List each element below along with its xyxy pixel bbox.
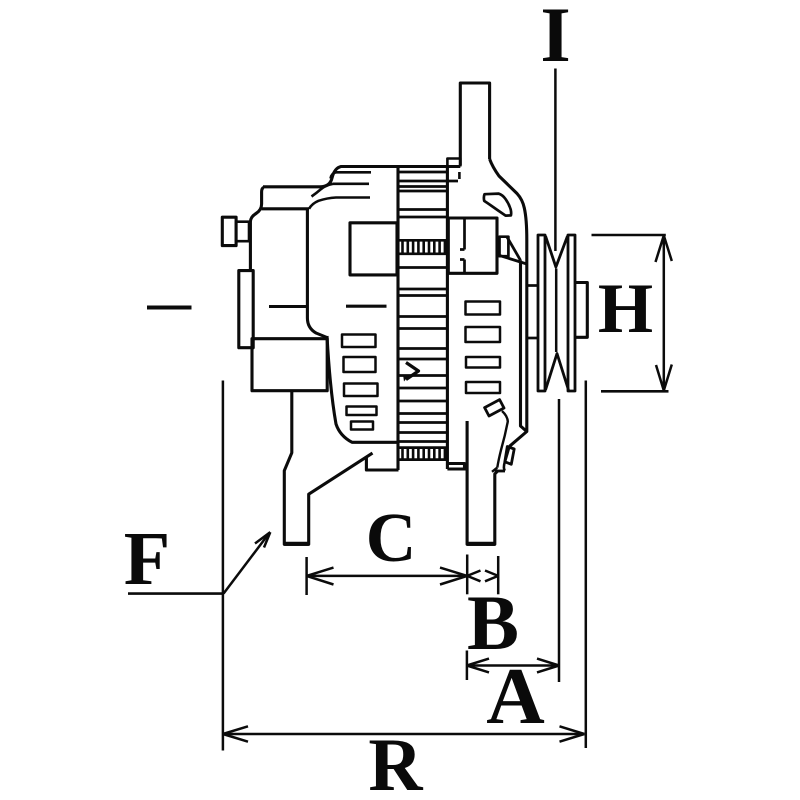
svg-text:B: B [467,579,519,666]
svg-text:H: H [598,270,653,348]
svg-text:F: F [124,517,170,601]
svg-text:R: R [368,724,423,800]
svg-text:A: A [486,651,545,741]
svg-text:I: I [540,0,570,78]
svg-text:C: C [366,500,417,577]
